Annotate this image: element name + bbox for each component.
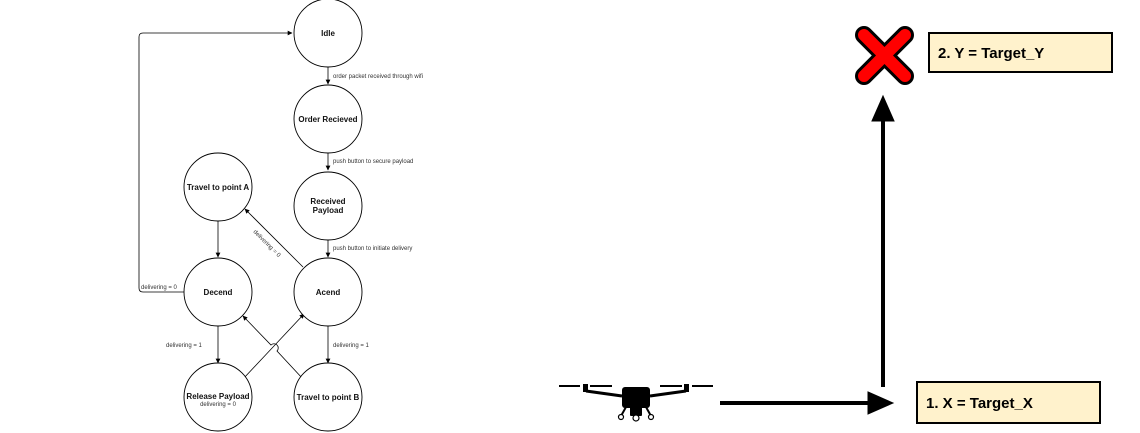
arrow-y-head (871, 94, 895, 122)
edge-label-decend-release: delivering = 1 (166, 343, 203, 349)
target-x-icon (855, 26, 914, 85)
step1-box (916, 381, 1101, 424)
label-decend: Decend (204, 288, 233, 297)
state-release-payload (183, 362, 253, 432)
state-edges (138, 30, 331, 380)
step2-box (928, 32, 1113, 73)
edge-release-acend (242, 313, 305, 380)
step2-label: 2. Y = Target_Y (938, 45, 1044, 62)
step-boxes: 2. Y = Target_Y 1. X = Target_X (916, 32, 1113, 424)
edge-label-payload-acend: push button to initiate delivery (333, 246, 412, 252)
state-acend (293, 257, 363, 327)
edge-label-order-payload: push button to secure payload (333, 159, 413, 165)
label-travel-to-point-b: Travel to point B (297, 393, 360, 402)
state-node-labels: Idle Order Recieved Received Payload Tra… (186, 29, 359, 408)
edge-acend-travela (244, 208, 304, 268)
label-order-received: Order Recieved (298, 115, 357, 124)
state-decend (183, 257, 253, 327)
label-release-sub: delivering = 0 (200, 402, 237, 408)
state-nodes (183, 0, 363, 432)
edge-label-acend-travela: delivering = 0 (252, 229, 282, 259)
edge-label-idle-order: order packet received through wifi (333, 74, 423, 80)
state-edge-labels: order packet received through wifi push … (141, 74, 423, 349)
label-release-payload: Release Payload (186, 392, 249, 401)
edge-decend-idle (138, 30, 293, 293)
label-received-payload-1: Received (310, 197, 345, 206)
edge-label-decend-idle: delivering = 0 (141, 285, 178, 291)
label-received-payload-2: Payload (313, 206, 344, 215)
label-acend: Acend (316, 288, 341, 297)
state-travel-to-point-b (293, 362, 363, 432)
edge-label-acend-travelb: delivering = 1 (333, 343, 370, 349)
drone-icon (559, 384, 713, 422)
state-idle (293, 0, 363, 68)
edge-travelb-decend (242, 315, 304, 380)
drone-path-arrows (720, 94, 895, 415)
state-received-payload (293, 171, 363, 241)
arrow-x-head (867, 391, 895, 415)
label-idle: Idle (321, 29, 335, 38)
label-travel-to-point-a: Travel to point A (187, 183, 250, 192)
state-travel-to-point-a (183, 152, 253, 222)
step1-label: 1. X = Target_X (926, 395, 1033, 412)
state-order-received (293, 84, 363, 154)
